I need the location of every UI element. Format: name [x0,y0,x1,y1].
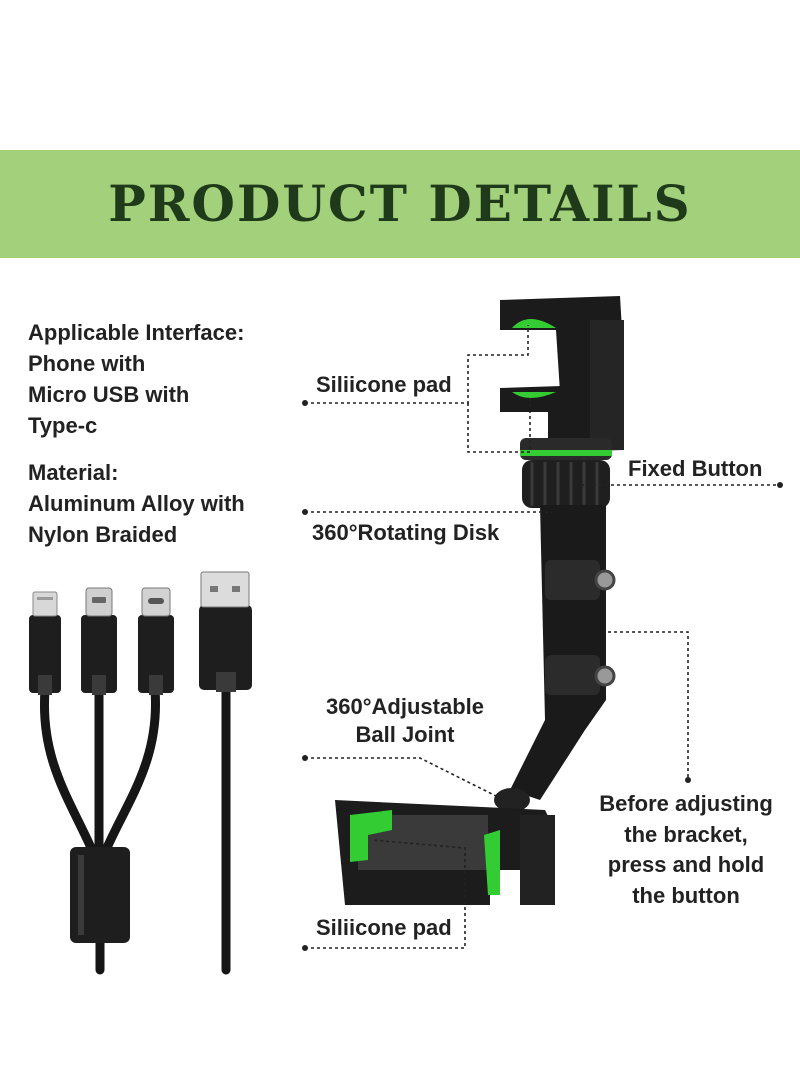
callout-leaders [305,325,780,949]
fixed-button-label: Fixed Button [628,456,763,481]
adjust-line: the bracket, [624,821,748,847]
interface-heading: Applicable Interface: [28,320,245,345]
ball-joint-label: 360°Adjustable Ball Joint [305,693,505,749]
interface-line: Micro USB with [28,382,190,407]
callout-dots [302,400,783,951]
micro-usb-connector-icon [85,587,113,617]
usb-a-connector-icon [200,571,250,608]
interface-line: Phone with [28,351,146,376]
rotating-disk-label: 360°Rotating Disk [312,520,500,545]
silicone-pad-top-label: Siliicone pad [316,372,452,397]
type-c-connector-icon [141,587,171,617]
adjust-line: the button [632,882,740,908]
interface-line: Type-c [28,413,98,438]
phone-holder-icon [335,296,624,905]
material-line: Nylon Braided [28,522,178,547]
charging-cable-icon [29,571,252,975]
material-line: Aluminum Alloy with [28,491,245,516]
material-spec: Material: Aluminum Alloy with Nylon Brai… [28,457,245,550]
silicone-pad-bottom-label: Siliicone pad [316,915,452,940]
lightning-connector-icon [32,591,58,617]
adjust-line: press and hold [607,852,765,877]
ball-joint-line: 360°Adjustable [326,694,484,719]
page-title: PRODUCT DETAILS [108,174,692,233]
adjust-instruction-label: Before adjusting the bracket, press and … [588,789,784,911]
ball-joint-line: Ball Joint [355,722,455,747]
title-banner: PRODUCT DETAILS [0,150,800,258]
interface-spec: Applicable Interface: Phone with Micro U… [28,317,244,441]
adjust-line: Before adjusting [599,791,773,816]
material-heading: Material: [28,460,119,485]
